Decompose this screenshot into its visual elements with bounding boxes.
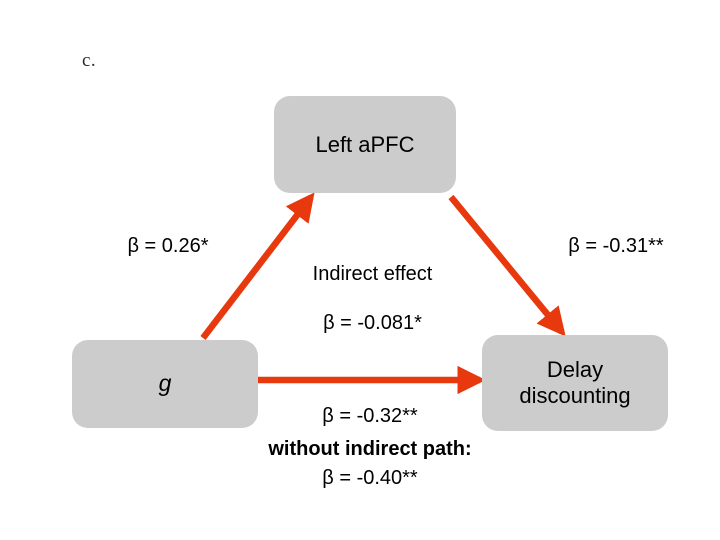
edge-label-c-path-total: β = -0.40** (322, 467, 418, 489)
node-left-apfc[interactable]: Left aPFC (274, 96, 456, 193)
edge-label-b-path: β = -0.31** (568, 235, 664, 257)
panel-label: c. (82, 50, 97, 71)
arrow-apfc-to-dd (448, 194, 566, 337)
edge-label-a-path: β = 0.26* (127, 235, 209, 257)
indirect-effect-label: Indirect effect β = -0.081* (285, 238, 460, 360)
node-g[interactable]: g (72, 340, 258, 428)
node-delay-discounting-label: Delay discounting (519, 357, 631, 408)
edge-label-c-path-note: without indirect path: (268, 438, 472, 460)
indirect-effect-beta: β = -0.081* (323, 312, 422, 335)
node-left-apfc-label: Left aPFC (315, 131, 415, 157)
indirect-effect-title: Indirect effect (312, 263, 433, 286)
node-g-label: g (158, 370, 172, 397)
edge-label-c-path-direct: β = -0.32** (322, 405, 418, 427)
node-delay-discounting[interactable]: Delay discounting (482, 335, 668, 431)
